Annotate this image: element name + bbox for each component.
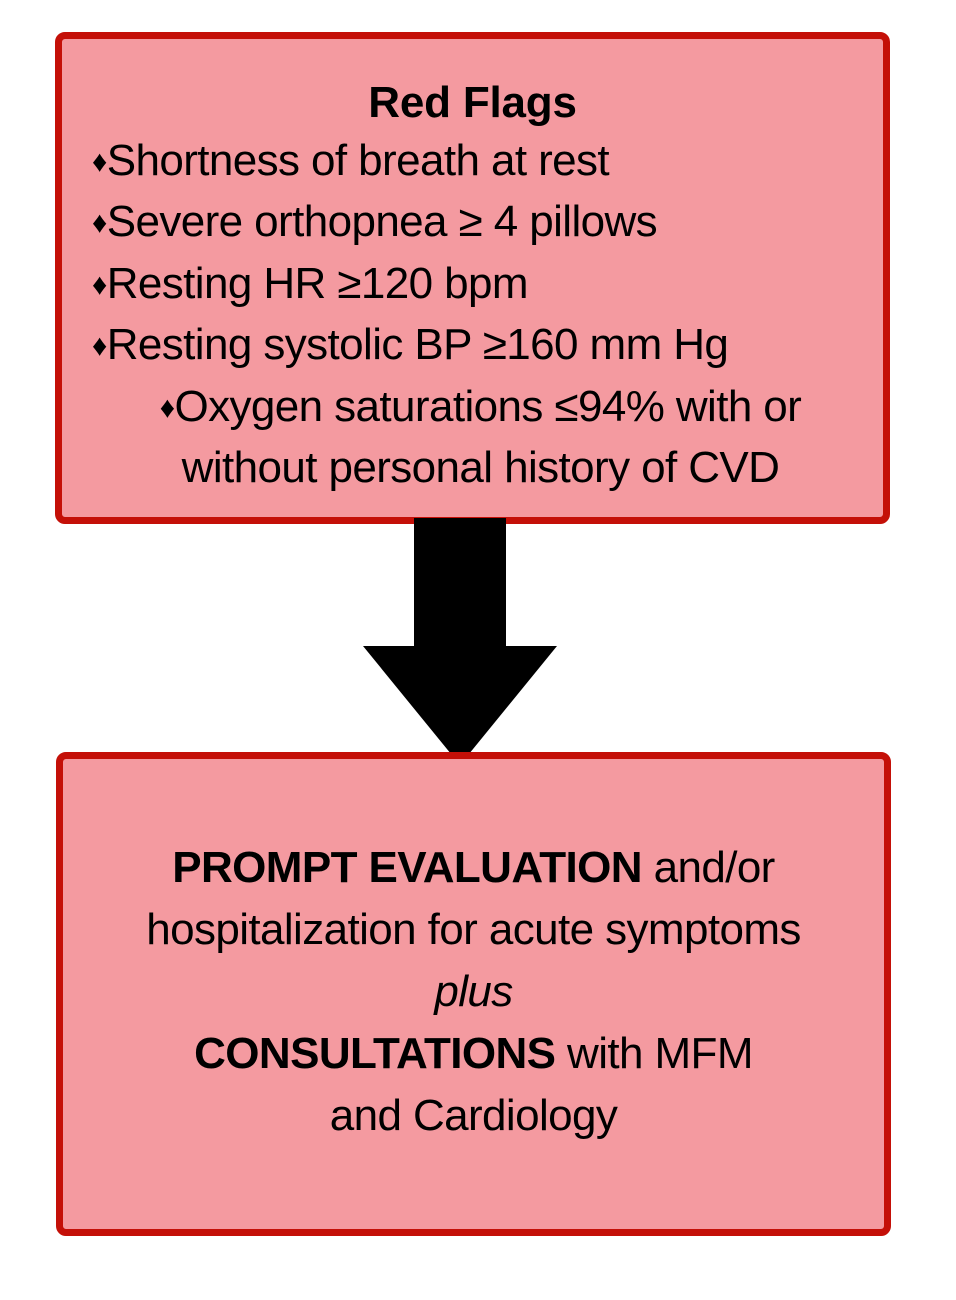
red-flag-item-3: ♦Resting HR ≥120 bpm — [92, 254, 869, 315]
diamond-bullet-icon: ♦ — [92, 329, 107, 363]
red-flags-box-content: Red Flags ♦Shortness of breath at rest ♦… — [62, 39, 883, 517]
red-flag-item-1: ♦Shortness of breath at rest — [92, 131, 869, 192]
action-line-1-bold: PROMPT EVALUATION — [172, 843, 642, 892]
red-flag-item-2: ♦Severe orthopnea ≥ 4 pillows — [92, 192, 869, 253]
down-arrow-icon — [363, 518, 557, 765]
action-line-2: hospitalization for acute symptoms — [73, 899, 874, 961]
action-line-1: PROMPT EVALUATION and/or — [73, 837, 874, 899]
action-line-4-bold: CONSULTATIONS — [194, 1029, 556, 1078]
red-flag-item-5-label-line2: without personal history of CVD — [181, 443, 780, 493]
diamond-bullet-icon: ♦ — [92, 206, 107, 240]
diamond-bullet-icon: ♦ — [159, 391, 175, 425]
action-line-5: and Cardiology — [73, 1085, 874, 1147]
action-box-content: PROMPT EVALUATION and/or hospitalization… — [63, 837, 884, 1147]
red-flag-item-1-label: Shortness of breath at rest — [106, 136, 610, 185]
action-line-3: plus — [73, 961, 874, 1023]
diamond-bullet-icon: ♦ — [92, 145, 107, 179]
action-line-4: CONSULTATIONS with MFM — [73, 1023, 874, 1085]
red-flag-item-5: ♦Oxygen saturations ≤94% with or without… — [92, 377, 869, 498]
action-line-3-italic: plus — [434, 967, 513, 1016]
red-flags-box: Red Flags ♦Shortness of breath at rest ♦… — [55, 32, 890, 524]
red-flag-item-4-label: Resting systolic BP ≥160 mm Hg — [106, 320, 729, 370]
red-flag-item-5-label-line1: Oxygen saturations ≤94% with or — [174, 381, 802, 431]
action-line-1-normal: and/or — [641, 843, 776, 892]
red-flag-item-3-label: Resting HR ≥120 bpm — [106, 258, 529, 308]
action-line-4-normal: with MFM — [555, 1029, 753, 1078]
red-flags-title: Red Flags — [368, 78, 577, 127]
red-flags-list: ♦Shortness of breath at rest ♦Severe ort… — [62, 131, 883, 498]
action-line-5-normal: and Cardiology — [329, 1091, 618, 1140]
action-line-2-normal: hospitalization for acute symptoms — [146, 905, 801, 954]
diamond-bullet-icon: ♦ — [92, 268, 107, 302]
red-flag-item-2-label: Severe orthopnea ≥ 4 pillows — [106, 197, 658, 247]
action-box: PROMPT EVALUATION and/or hospitalization… — [56, 752, 891, 1236]
red-flag-item-4: ♦Resting systolic BP ≥160 mm Hg — [92, 315, 869, 376]
